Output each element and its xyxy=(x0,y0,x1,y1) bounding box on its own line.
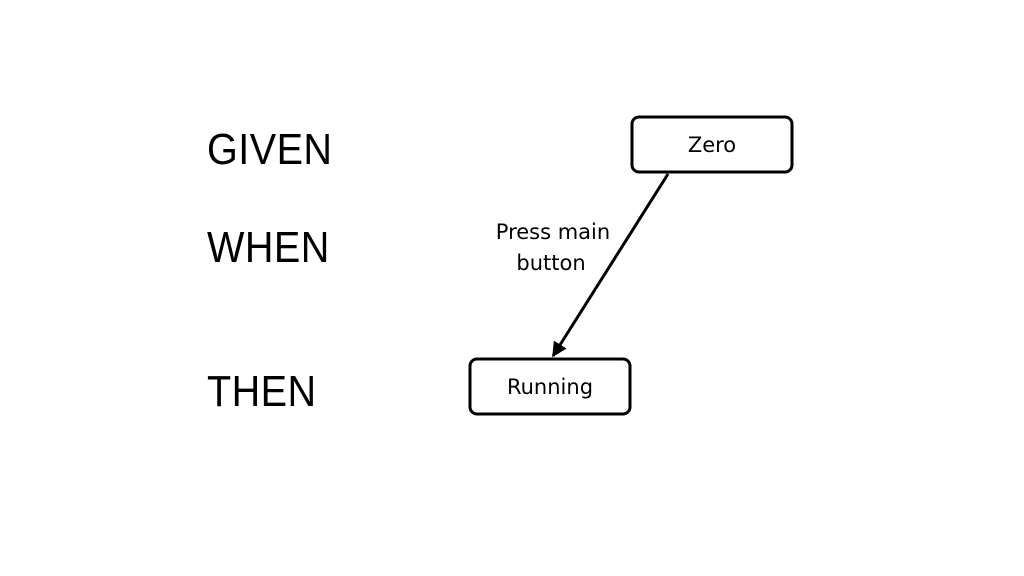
transition-label: Press main button xyxy=(496,220,610,275)
given-label: GIVEN xyxy=(207,125,333,174)
state-zero: Zero xyxy=(630,115,794,174)
state-running-box xyxy=(468,357,632,416)
state-running-label: Running xyxy=(507,375,593,399)
state-zero-label: Zero xyxy=(688,133,736,157)
transition-label-line2: button xyxy=(516,251,585,275)
then-label: THEN xyxy=(207,367,317,416)
when-label: WHEN xyxy=(207,223,330,272)
transition-label-line1: Press main xyxy=(496,220,610,244)
state-zero-box xyxy=(630,115,794,174)
transition-arrow xyxy=(551,173,670,358)
state-running: Running xyxy=(468,357,632,416)
